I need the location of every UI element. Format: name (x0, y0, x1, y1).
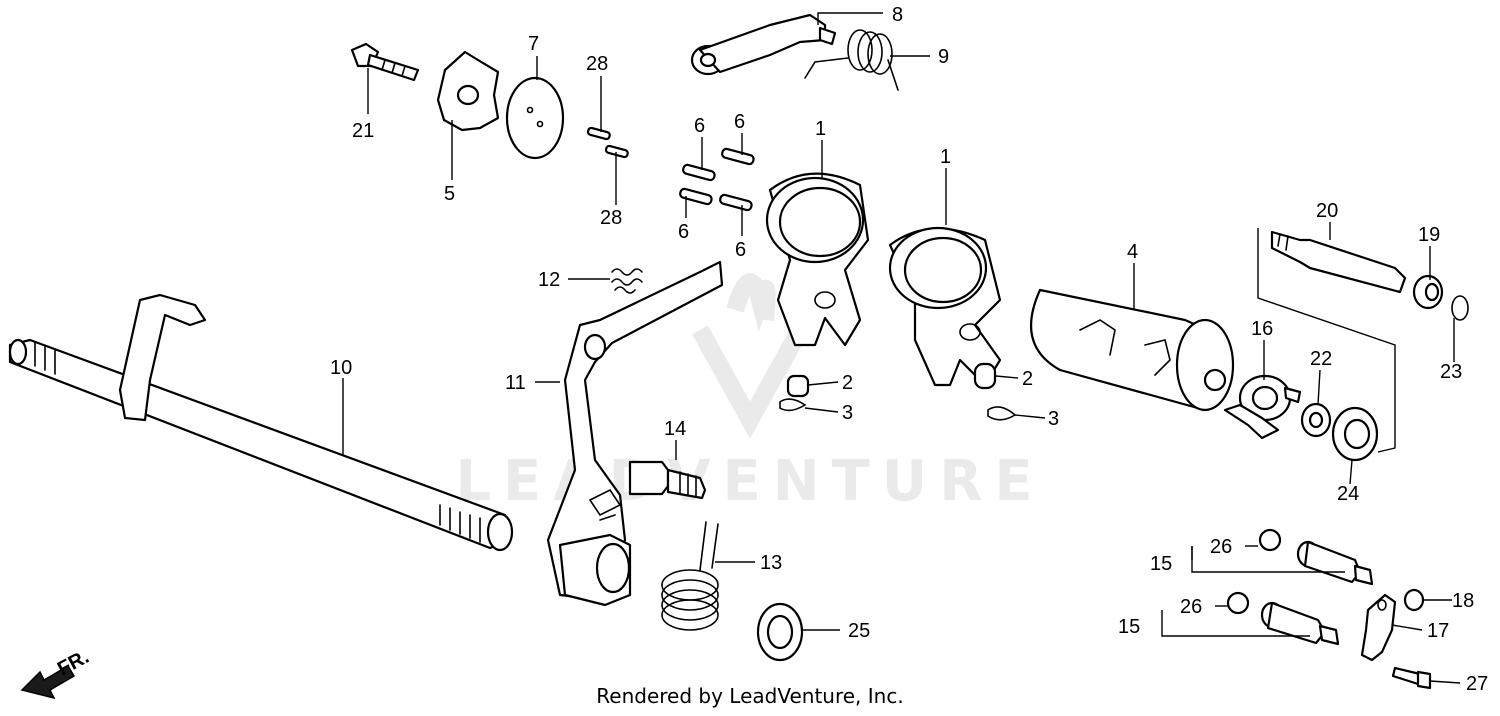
callout-22: 22 (1310, 348, 1332, 370)
callout-11: 11 (505, 372, 526, 394)
callout-6-d: 6 (735, 239, 746, 261)
part-shaft-20[interactable] (1270, 230, 1407, 294)
watermark: LEADVENTURE (455, 273, 1044, 514)
callout-28-top: 28 (586, 53, 608, 75)
callout-8: 8 (892, 4, 903, 26)
callout-1-left: 1 (815, 118, 826, 140)
part-roller-2-right[interactable] (973, 362, 997, 390)
callouts: 8 9 7 28 28 21 5 6 6 6 6 1 1 4 20 19 23 … (330, 4, 1488, 695)
callout-2-right: 2 (1022, 368, 1033, 390)
part-oil-seal[interactable] (756, 602, 804, 662)
callout-2-left: 2 (842, 372, 853, 394)
part-return-spring[interactable] (661, 521, 719, 631)
callout-18: 18 (1452, 590, 1474, 612)
callout-26-bottom: 26 (1180, 596, 1202, 618)
part-bolt-27[interactable] (1391, 666, 1432, 690)
part-guide-pins-6[interactable] (679, 147, 755, 212)
part-shift-drum[interactable] (1029, 288, 1235, 412)
callout-6-c: 6 (678, 221, 689, 243)
part-stopper-plate[interactable] (436, 50, 500, 132)
part-bolt-21[interactable] (350, 42, 420, 82)
callout-12: 12 (538, 269, 560, 291)
part-roller-2-left[interactable] (786, 374, 810, 398)
callout-26-top: 26 (1210, 536, 1232, 558)
part-cap-18[interactable] (1403, 588, 1425, 612)
callout-20: 20 (1316, 200, 1338, 222)
part-shift-fork-left[interactable] (765, 172, 870, 347)
part-snap-ring-23[interactable] (1451, 295, 1469, 321)
leader-lines (342, 12, 1461, 684)
callout-9: 9 (938, 46, 949, 68)
callout-10: 10 (330, 357, 352, 379)
callout-17: 17 (1427, 620, 1449, 642)
callout-6-b: 6 (734, 111, 745, 133)
callout-15-bottom: 15 (1118, 616, 1140, 638)
part-pin-15-top[interactable] (1296, 540, 1374, 586)
callout-3-right: 3 (1048, 408, 1059, 430)
callout-19: 19 (1418, 224, 1440, 246)
part-washer-22[interactable] (1300, 402, 1332, 438)
part-bearing-24[interactable] (1331, 406, 1379, 462)
part-stopper-spring[interactable] (804, 29, 899, 91)
part-spring-12[interactable] (611, 268, 643, 294)
callout-5: 5 (444, 183, 455, 205)
part-washer-26-top[interactable] (1258, 528, 1282, 552)
callout-6-a: 6 (694, 115, 705, 137)
part-washer-26-bottom[interactable] (1226, 591, 1250, 615)
part-shift-fork-right[interactable] (888, 226, 1002, 387)
watermark-text: LEADVENTURE (455, 449, 1044, 514)
credit-text: Rendered by LeadVenture, Inc. (596, 684, 904, 708)
callout-16: 16 (1251, 318, 1273, 340)
callout-14: 14 (664, 418, 686, 440)
callout-3-left: 3 (842, 402, 853, 424)
callout-15-top: 15 (1150, 553, 1172, 575)
callout-25: 25 (848, 620, 870, 642)
callout-21: 21 (352, 120, 374, 142)
part-bracket-17[interactable] (1360, 593, 1397, 662)
part-stopper-bolt[interactable] (628, 460, 707, 500)
part-pins-28[interactable] (586, 126, 629, 159)
part-collar-19[interactable] (1412, 274, 1444, 310)
part-gearshift-arm[interactable] (546, 260, 724, 607)
callout-27: 27 (1466, 673, 1488, 695)
callout-13: 13 (760, 552, 782, 574)
part-pin-15-bottom[interactable] (1260, 601, 1340, 646)
part-clip-3-right[interactable] (987, 406, 1017, 421)
callout-1-right: 1 (940, 146, 951, 168)
part-drum-plate[interactable] (1223, 374, 1302, 440)
callout-4: 4 (1127, 241, 1138, 263)
callout-24: 24 (1337, 483, 1359, 505)
front-arrow-icon (20, 664, 76, 700)
callout-23: 23 (1440, 361, 1462, 383)
part-stopper-arm[interactable] (690, 13, 837, 76)
callout-28-bottom: 28 (600, 207, 622, 229)
part-gearshift-spindle[interactable] (8, 293, 514, 552)
part-clip-3-left[interactable] (779, 398, 807, 412)
callout-7: 7 (528, 33, 539, 55)
part-plate-7[interactable] (505, 76, 565, 160)
